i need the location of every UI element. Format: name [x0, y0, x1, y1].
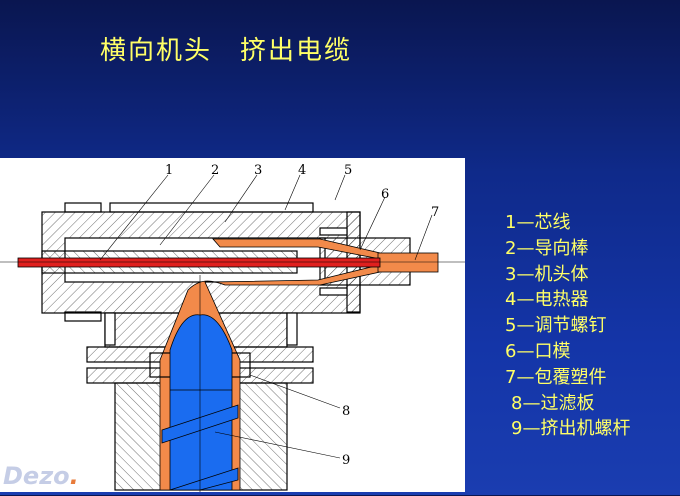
- slide-title: 横向机头 挤出电缆: [100, 36, 353, 66]
- label-3: 3: [254, 163, 262, 178]
- label-6: 6: [381, 187, 389, 202]
- diagram-panel: 1 2 3 4 5 6 7 8 9: [0, 158, 465, 492]
- coated-cable: [377, 252, 439, 273]
- label-2: 2: [211, 163, 219, 178]
- legend-item: 6—口模: [505, 340, 571, 362]
- legend-item: 7—包覆塑件: [505, 366, 607, 388]
- label-5: 5: [344, 163, 352, 178]
- legend-item: 4—电热器: [505, 289, 589, 311]
- legend-item: 8—过滤板: [511, 392, 595, 414]
- extruder-screw: [169, 314, 233, 491]
- heater-band: [109, 202, 314, 213]
- label-1: 1: [165, 163, 173, 178]
- legend-item: 1—芯线: [505, 212, 571, 233]
- legend-item: 5—调节螺钉: [505, 315, 607, 337]
- label-7: 7: [431, 205, 439, 220]
- label-9: 9: [342, 453, 350, 468]
- legend-item: 9—挤出机螺杆: [511, 418, 631, 440]
- legend: 1—芯线 2—导向棒 3—机头体 4—电热器 5—调节螺钉 6—口模 7—包覆塑…: [505, 210, 630, 442]
- crosshead-die-diagram: 1 2 3 4 5 6 7 8 9: [0, 163, 465, 492]
- legend-item: 3—机头体: [505, 263, 589, 285]
- watermark-logo: Dezo.: [3, 462, 79, 490]
- core-wire: [17, 257, 381, 268]
- heater-band: [64, 202, 102, 213]
- label-8: 8: [342, 404, 350, 419]
- label-4: 4: [298, 163, 306, 178]
- legend-item: 2—导向棒: [505, 237, 589, 259]
